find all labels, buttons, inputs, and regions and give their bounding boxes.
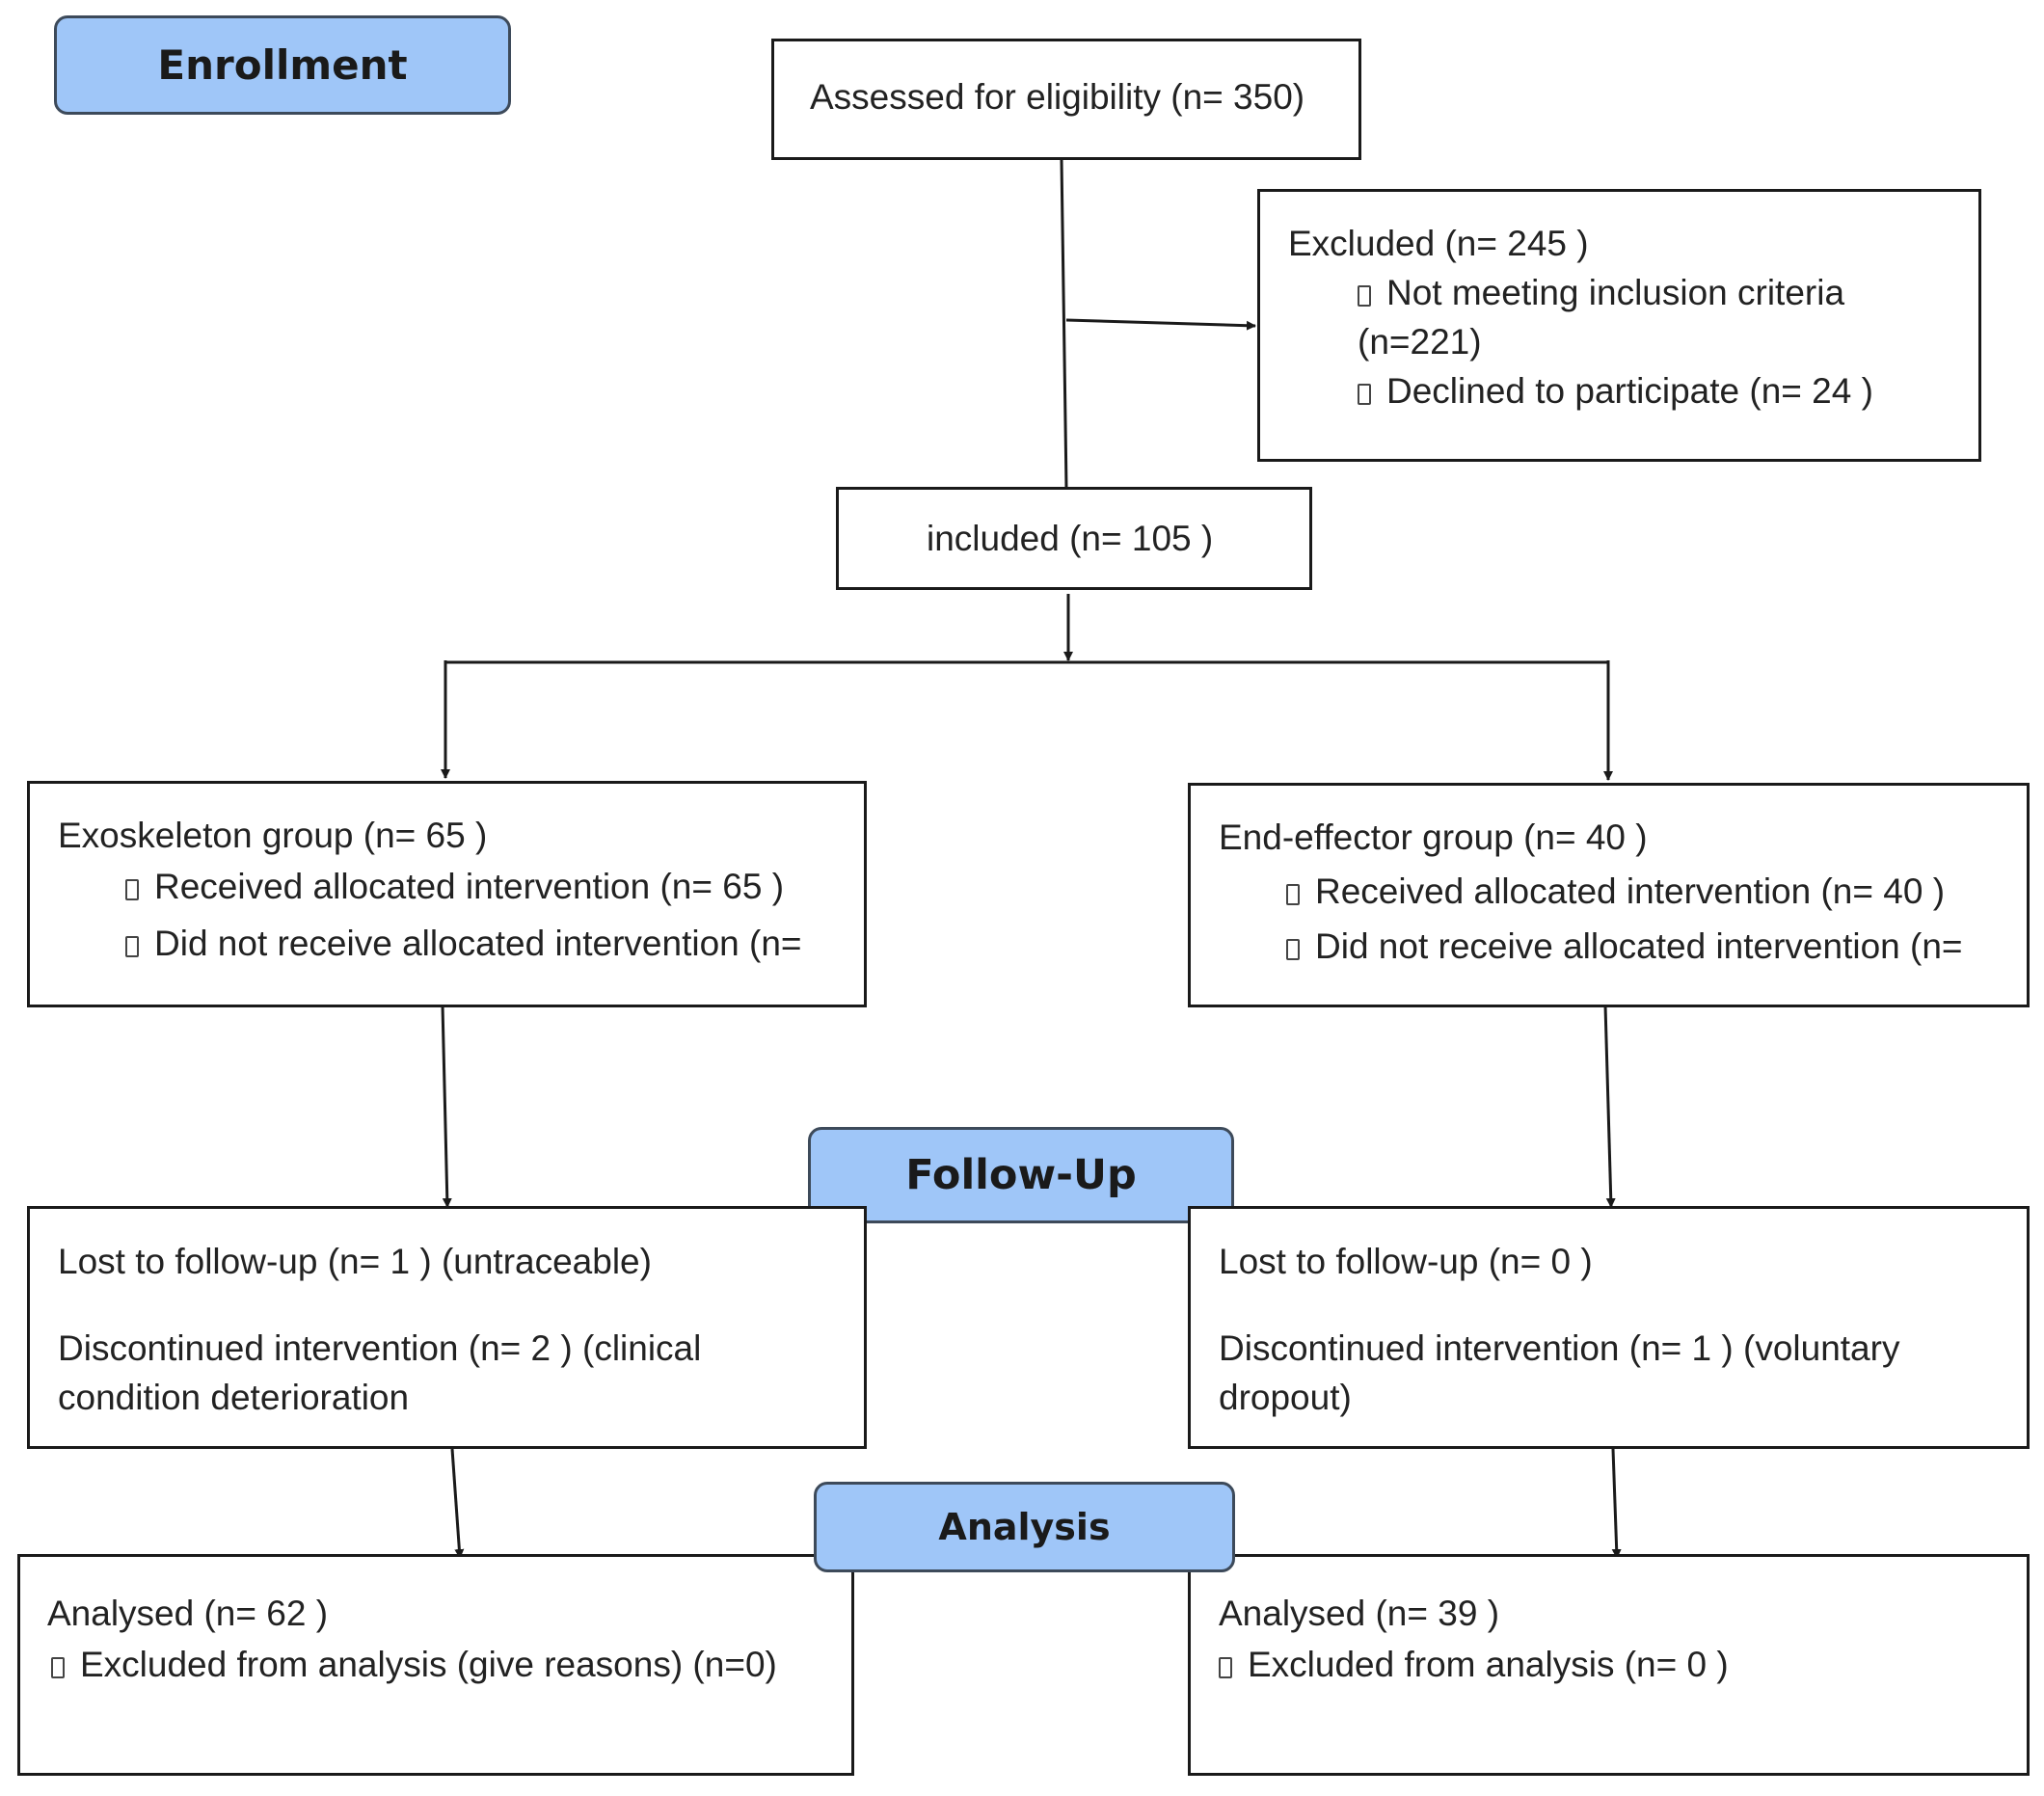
enrollment-stage-label: Enrollment [54,15,511,115]
end-effector-group-title: End-effector group (n= 40 ) [1219,818,1648,857]
end-effector-not-received: Did not receive allocated intervention (… [1286,922,1963,971]
analysis-stage-label: Analysis [814,1482,1235,1572]
excluded-item-inclusion: Not meeting inclusion criteria [1358,268,1844,317]
bullet-icon [125,936,139,957]
exoskeleton-group-title: Exoskeleton group (n= 65 ) [58,816,488,855]
end-effector-analysis-box: Analysed (n= 39 ) Excluded from analysis… [1188,1554,2030,1776]
bullet-icon [1286,884,1300,905]
to-excluded-arrow [1065,318,1256,331]
assessed-to-included-line [1060,159,1068,489]
bullet-icon [1286,939,1300,960]
excluded-item-declined: Declined to participate (n= 24 ) [1358,366,1873,415]
exo-to-analysis-arrow [450,1448,465,1559]
included-box: included (n= 105 ) [836,487,1312,590]
exoskeleton-discontinued-line2: condition deterioration [58,1378,410,1417]
end-effector-discontinued-line1: Discontinued intervention (n= 1 ) (volun… [1219,1328,1900,1368]
end-to-followup-arrow [1603,1005,1616,1208]
bullet-icon [1358,285,1371,307]
bullet-icon [1219,1657,1232,1678]
analysis-label-text: Analysis [938,1506,1111,1548]
exoskeleton-analysed: Analysed (n= 62 ) [47,1594,329,1633]
excluded-box: Excluded (n= 245 ) Not meeting inclusion… [1257,189,1981,462]
end-effector-excluded-from-analysis: Excluded from analysis (n= 0 ) [1219,1640,1729,1689]
excluded-item-inclusion-count: (n=221) [1358,322,1482,362]
exoskeleton-received: Received allocated intervention (n= 65 ) [125,862,784,911]
exoskeleton-discontinued-line1: Discontinued intervention (n= 2 ) (clini… [58,1328,702,1368]
included-text: included (n= 105 ) [927,519,1214,558]
end-effector-received: Received allocated intervention (n= 40 ) [1286,867,1945,916]
end-effector-discontinued-line2: dropout) [1219,1378,1352,1417]
exo-to-followup-arrow [441,1005,452,1208]
follow-up-stage-label: Follow-Up [808,1127,1234,1223]
bullet-icon [125,879,139,900]
end-to-analysis-arrow [1611,1448,1622,1559]
follow-up-label-text: Follow-Up [905,1151,1137,1199]
enrollment-label-text: Enrollment [157,41,408,89]
end-effector-group-box: End-effector group (n= 40 ) Received all… [1188,783,2030,1007]
assessed-box: Assessed for eligibility (n= 350) [771,39,1361,160]
exoskeleton-excluded-from-analysis: Excluded from analysis (give reasons) (n… [51,1640,777,1689]
exoskeleton-not-received: Did not receive allocated intervention (… [125,919,802,968]
end-effector-analysed: Analysed (n= 39 ) [1219,1594,1500,1633]
end-effector-followup-box: Lost to follow-up (n= 0 ) Discontinued i… [1188,1206,2030,1449]
end-effector-lost-to-followup: Lost to follow-up (n= 0 ) [1219,1242,1593,1281]
bullet-icon [51,1657,65,1678]
excluded-title: Excluded (n= 245 ) [1288,224,1589,263]
exoskeleton-group-box: Exoskeleton group (n= 65 ) Received allo… [27,781,867,1007]
exoskeleton-followup-box: Lost to follow-up (n= 1 ) (untraceable) … [27,1206,867,1449]
exoskeleton-lost-to-followup: Lost to follow-up (n= 1 ) (untraceable) [58,1242,652,1281]
bullet-icon [1358,384,1371,405]
assessed-text: Assessed for eligibility (n= 350) [810,77,1305,117]
exoskeleton-analysis-box: Analysed (n= 62 ) Excluded from analysis… [17,1554,854,1776]
